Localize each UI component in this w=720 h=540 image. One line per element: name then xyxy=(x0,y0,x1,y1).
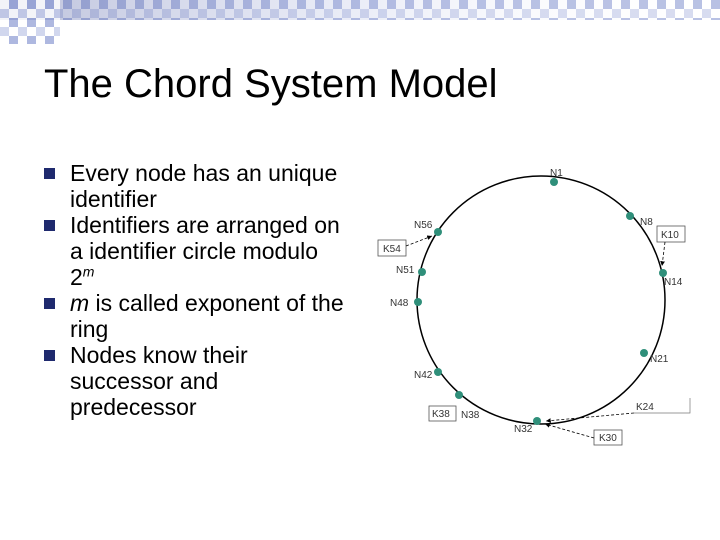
header-decoration xyxy=(0,0,720,44)
key-K10: K10 xyxy=(656,225,686,267)
node-N51: N51 xyxy=(396,265,426,276)
square-bullet-icon xyxy=(44,350,55,361)
key-arrow xyxy=(405,235,433,247)
node-label: N21 xyxy=(650,354,669,365)
node-N38: N38 xyxy=(455,391,480,421)
bullet-text: Nodes know their successor and predecess… xyxy=(70,342,248,420)
node-label: N1 xyxy=(550,168,563,179)
node-label: N48 xyxy=(390,298,409,309)
bullet-item: m is called exponent of the ring xyxy=(44,290,344,342)
key-label: K30 xyxy=(599,433,617,444)
node-label: N51 xyxy=(396,265,415,276)
node-label: N42 xyxy=(414,370,433,381)
bullet-text: is called exponent of the ring xyxy=(70,290,344,342)
node-N48: N48 xyxy=(390,298,422,309)
node-N8: N8 xyxy=(626,212,653,228)
bullet-text: Identifiers are arranged on a identifier… xyxy=(70,212,340,290)
square-bullet-icon xyxy=(44,220,55,231)
node-label: N56 xyxy=(414,220,433,231)
node-N1: N1 xyxy=(550,168,563,186)
node-dot xyxy=(550,178,558,186)
key-underline xyxy=(634,398,691,414)
node-dot xyxy=(640,349,648,357)
key-arrow xyxy=(544,423,595,439)
node-label: N8 xyxy=(640,217,653,228)
node-dot xyxy=(533,417,541,425)
key-K24: K24 xyxy=(545,398,691,423)
node-dot xyxy=(659,269,667,277)
square-bullet-icon xyxy=(44,298,55,309)
key-K30: K30 xyxy=(544,423,623,446)
bullet-item: Identifiers are arranged on a identifier… xyxy=(44,212,344,290)
key-box xyxy=(656,225,686,243)
key-label: K38 xyxy=(432,409,450,420)
key-label: K54 xyxy=(383,244,401,255)
key-K54: K54 xyxy=(377,235,433,257)
square-bullet-icon xyxy=(44,168,55,179)
key-label: K24 xyxy=(636,402,654,413)
node-N56: N56 xyxy=(414,220,442,236)
key-box xyxy=(377,239,407,257)
node-N42: N42 xyxy=(414,368,442,381)
node-dot xyxy=(418,268,426,276)
checker-pattern xyxy=(0,0,720,44)
node-N21: N21 xyxy=(640,349,669,365)
slide-title: The Chord System Model xyxy=(44,62,498,106)
node-dot xyxy=(455,391,463,399)
bullet-text: Every node has an unique identifier xyxy=(70,160,338,212)
italic-m: m xyxy=(70,290,90,316)
key-box xyxy=(428,405,457,422)
key-K38: K38 xyxy=(428,405,457,422)
node-dot xyxy=(414,298,422,306)
bullet-item: Nodes know their successor and predecess… xyxy=(44,342,344,420)
node-N14: N14 xyxy=(659,269,683,288)
key-label: K10 xyxy=(661,230,679,241)
bullet-item: Every node has an unique identifier xyxy=(44,160,344,212)
node-dot xyxy=(626,212,634,220)
bullet-list: Every node has an unique identifier Iden… xyxy=(44,160,344,420)
superscript-m: m xyxy=(82,263,95,280)
key-box xyxy=(593,429,623,446)
node-dot xyxy=(434,228,442,236)
node-label: N32 xyxy=(514,424,533,435)
node-dot xyxy=(434,368,442,376)
node-label: N14 xyxy=(664,277,683,288)
node-N32: N32 xyxy=(514,417,541,435)
node-label: N38 xyxy=(461,410,480,421)
key-arrow xyxy=(660,241,666,267)
